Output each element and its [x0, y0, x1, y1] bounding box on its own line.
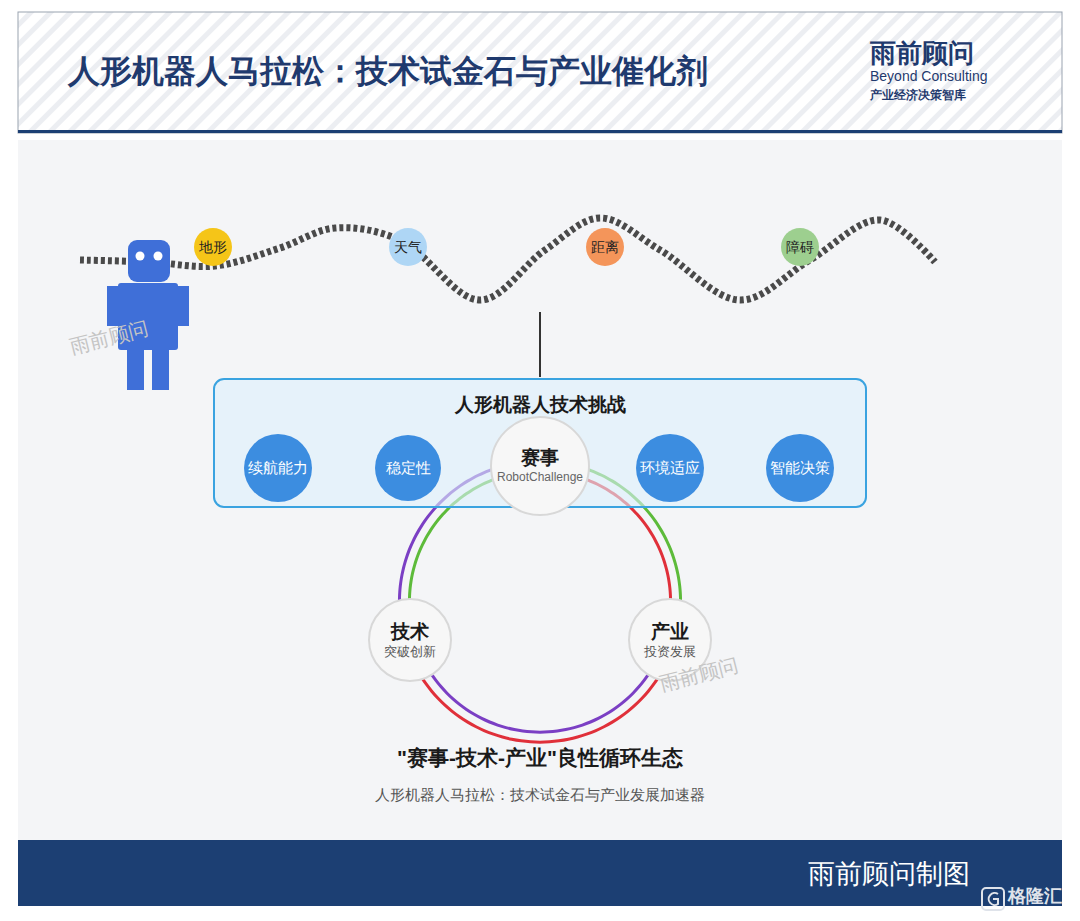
topic-circle: 天气	[388, 227, 428, 267]
cycle-circle: 赛事RobotChallenge	[490, 416, 590, 516]
cycle-connector	[421, 673, 659, 742]
cycle-arc	[431, 673, 649, 732]
node-heading: 距离	[591, 239, 619, 256]
leader-line	[539, 312, 541, 377]
footer-band	[18, 840, 1062, 906]
topic-circle: 地形	[193, 227, 233, 267]
header-band	[18, 12, 1062, 133]
node-heading: 产业	[651, 621, 689, 644]
node-heading: 人形机器人技术挑战	[455, 394, 626, 417]
header-rule	[18, 130, 1062, 133]
track-wave	[80, 218, 935, 300]
topic-circle: 稳定性	[374, 434, 442, 502]
node-heading: 赛事	[521, 447, 559, 470]
node-heading: 天气	[394, 239, 422, 256]
node-subtext: 突破创新	[384, 644, 436, 660]
credit-text: 雨前顾问制图	[808, 858, 970, 890]
logo-subtitle: Beyond Consulting	[870, 68, 988, 85]
track-line	[80, 218, 935, 300]
diagram-caption: "赛事-技术-产业"良性循环生态	[397, 745, 683, 770]
node-heading: 稳定性	[386, 459, 431, 477]
topic-circle: 续航能力	[243, 433, 313, 503]
page-title: 人形机器人马拉松：技术试金石与产业催化剂	[68, 52, 708, 90]
node-heading: 续航能力	[248, 459, 308, 477]
node-heading: 环境适应	[640, 459, 700, 477]
logo-name: 雨前顾问	[870, 38, 974, 69]
node-subtext: RobotChallenge	[497, 470, 583, 484]
node-heading: 智能决策	[770, 459, 830, 477]
node-heading: 技术	[391, 621, 429, 644]
cycle-circle: 技术突破创新	[368, 598, 452, 682]
node-heading: 障碍	[786, 239, 814, 256]
node-subtext: 投资发展	[644, 644, 696, 660]
logo-tagline: 产业经济决策智库	[870, 88, 966, 102]
cycle-arc	[421, 676, 659, 742]
topic-circle: 障碍	[780, 227, 820, 267]
topic-circle: 距离	[585, 227, 625, 267]
source-logo: 格隆汇	[1008, 886, 1062, 908]
topic-circle: 环境适应	[635, 433, 705, 503]
node-heading: 地形	[199, 239, 227, 256]
robot-figure	[107, 240, 189, 390]
subtitle-note: 人形机器人马拉松：技术试金石与产业发展加速器	[375, 786, 705, 804]
logo-icon	[982, 888, 1004, 910]
content-ground	[18, 140, 1062, 840]
topic-circle: 智能决策	[765, 433, 835, 503]
